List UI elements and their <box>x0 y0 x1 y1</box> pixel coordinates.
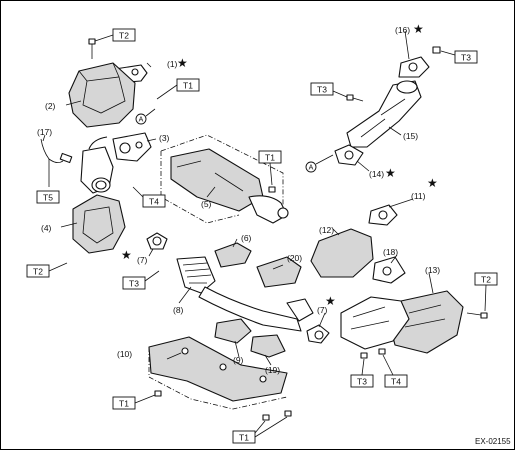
torque-box-t2-top: T2 <box>94 28 136 42</box>
part-7-gasket-right <box>306 324 330 344</box>
torque-box-t4-left: T4 <box>132 186 166 208</box>
torque-box-t3-left: T3 <box>122 270 160 290</box>
svg-text:A: A <box>139 117 144 124</box>
torque-box-t5: T5 <box>36 190 60 204</box>
svg-text:T1: T1 <box>119 399 129 409</box>
label-part-5: (5) <box>201 199 212 209</box>
torque-box-t3-bottom-right: T3 <box>350 358 374 388</box>
bolt-top-t2 <box>88 38 96 59</box>
part-18-bracket <box>372 256 406 284</box>
torque-box-t1-middle: T1 <box>258 150 282 186</box>
svg-text:T3: T3 <box>357 377 367 387</box>
ref-a-right: A <box>305 154 334 173</box>
svg-text:A: A <box>309 165 314 172</box>
part-16-gasket <box>398 56 430 78</box>
part-19-frontpipe <box>198 286 314 332</box>
torque-box-t3-top-right: T3 <box>440 50 478 64</box>
ref-a-left: A <box>135 108 156 125</box>
svg-text:T4: T4 <box>391 377 401 387</box>
label-part-15: (15) <box>403 131 418 141</box>
svg-text:T2: T2 <box>33 267 43 277</box>
manifold-right <box>340 296 410 350</box>
torque-box-t1-upper: T1 <box>156 78 200 100</box>
torque-box-t3-upper-right: T3 <box>310 82 348 98</box>
label-part-20: (20) <box>287 253 302 263</box>
label-part-19: (19) <box>265 365 280 375</box>
label-part-8: (8) <box>173 305 184 315</box>
svg-text:T5: T5 <box>43 193 53 203</box>
part-19-lower-shield <box>250 334 286 358</box>
part-12-cover <box>310 228 374 278</box>
bolt-t3-upper <box>346 94 364 102</box>
star-part-7-left: ★ <box>121 248 132 262</box>
label-part-16: (16) <box>395 25 410 35</box>
label-part-7-right: (7) <box>317 305 328 315</box>
bolt-t2-right <box>466 312 488 319</box>
bolt-t3-topright <box>432 46 441 54</box>
part-15-pipe <box>346 80 422 148</box>
label-part-9: (9) <box>233 355 244 365</box>
manifold-left <box>80 136 114 194</box>
part-5-converter <box>160 134 289 224</box>
part-20-shield <box>256 256 302 288</box>
label-part-13: (13) <box>425 265 440 275</box>
svg-text:T1: T1 <box>183 81 193 91</box>
torque-box-t4-bottom-right: T4 <box>382 354 408 388</box>
part-17-sensor <box>40 138 73 187</box>
part-4-cover <box>72 194 126 254</box>
svg-text:T4: T4 <box>149 197 159 207</box>
label-part-1: (1) <box>167 59 178 69</box>
label-part-18: (18) <box>383 247 398 257</box>
part-11-gasket <box>368 204 398 226</box>
torque-box-t2-left: T2 <box>26 262 68 278</box>
part-9-shield <box>214 318 252 344</box>
svg-text:T3: T3 <box>129 279 139 289</box>
label-part-7-left: (7) <box>137 255 148 265</box>
part-3-bracket <box>112 132 152 162</box>
label-part-17: (17) <box>37 127 52 137</box>
bolt-middle-t1 <box>268 186 276 193</box>
svg-text:T3: T3 <box>461 53 471 63</box>
label-part-11: (11) <box>411 191 426 201</box>
svg-text:T2: T2 <box>481 275 491 285</box>
figure-code: EX-02155 <box>475 437 511 446</box>
part-8-flexpipe <box>176 256 216 294</box>
star-part-1: ★ <box>177 56 188 70</box>
part-2-cover <box>68 62 136 128</box>
part-14-gasket <box>334 144 364 166</box>
torque-box-t1-bottom-left: T1 <box>112 394 156 410</box>
svg-text:T2: T2 <box>119 31 129 41</box>
label-part-12: (12) <box>319 225 334 235</box>
part-6-shield <box>214 242 252 268</box>
svg-text:T1: T1 <box>239 433 249 443</box>
bolt-bottom-t1 <box>154 390 292 421</box>
star-part-16: ★ <box>413 22 424 36</box>
label-part-4: (4) <box>41 223 52 233</box>
star-part-14: ★ <box>385 166 396 180</box>
label-part-10: (10) <box>117 349 132 359</box>
star-part-7-right: ★ <box>325 294 336 308</box>
svg-text:T1: T1 <box>265 153 275 163</box>
label-part-3: (3) <box>159 133 170 143</box>
label-part-2: (2) <box>45 101 56 111</box>
torque-box-t1-bottom: T1 <box>232 416 288 444</box>
label-part-6: (6) <box>241 233 252 243</box>
bolts-bottom-right <box>360 348 386 359</box>
part-7-gasket-left <box>146 232 168 250</box>
leader-lines <box>42 30 434 366</box>
label-part-14: (14) <box>369 169 384 179</box>
svg-text:T3: T3 <box>317 85 327 95</box>
part-10-shield <box>148 336 288 410</box>
star-part-11: ★ <box>427 176 438 190</box>
torque-box-t2-right: T2 <box>474 272 498 312</box>
